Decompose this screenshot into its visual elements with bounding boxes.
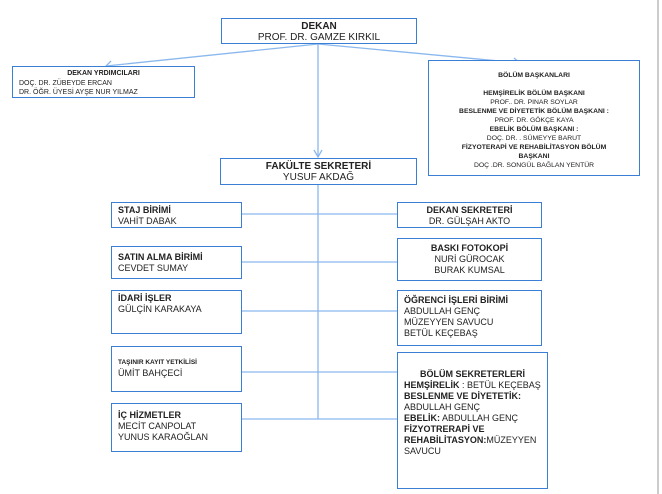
- item: FİZYOTRERAPİ VE REHABİLİTASYON:MÜZEYYEN …: [404, 424, 541, 457]
- page-edge: [657, 0, 659, 494]
- name: BURAK KUMSAL: [434, 265, 505, 275]
- dekan-box: DEKAN PROF. DR. GAMZE KIRKIL: [221, 18, 417, 44]
- name: DR. GÜLŞAH AKTO: [428, 216, 511, 226]
- name: YUSUF AKDAĞ: [282, 172, 355, 183]
- name: DOÇ .DR. SONGÜL BAĞLAN YENTÜR: [473, 162, 595, 169]
- value: ABDULLAH GENÇ: [404, 402, 481, 412]
- item: BESLENME VE DİYETETİK: ABDULLAH GENÇ: [404, 391, 541, 413]
- name: BETÜL KEÇEBAŞ: [404, 328, 478, 338]
- item: EBELİK: ABDULLAH GENÇ: [404, 413, 541, 424]
- box-title: DEKAN YRDIMCILARI: [67, 70, 140, 77]
- value: ABDULLAH GENÇ: [440, 413, 519, 423]
- name: NURİ GÜROCAK: [434, 254, 505, 264]
- name: MÜZEYYEN SAVUCU: [404, 317, 494, 327]
- name: CEVDET SUMAY: [118, 263, 189, 273]
- dekan-title: DEKAN: [301, 21, 337, 32]
- name: ABDULLAH GENÇ: [404, 306, 481, 316]
- name: VAHİT DABAK: [118, 216, 177, 226]
- value: MÜZEYYEN SAVUCU: [404, 435, 537, 456]
- role: BESLENME VE DİYETETİK BÖLÜM BAŞKANI :: [459, 108, 609, 115]
- dekan-name: PROF. DR. GAMZE KIRKIL: [257, 32, 381, 43]
- name: YUNUS KARAOĞLAN: [118, 432, 209, 442]
- box-title: İDARİ İŞLER: [118, 293, 172, 303]
- box-title: TAŞINIR KAYIT YETKİLİSİ: [118, 359, 197, 366]
- baski-fotokopi-box: BASKI FOTOKOPİ NURİ GÜROCAK BURAK KUMSAL: [397, 238, 542, 281]
- tasinir-box: TAŞINIR KAYIT YETKİLİSİ ÜMİT BAHÇECİ: [111, 346, 242, 392]
- box-title: BÖLÜM BAŞKANLARI: [498, 72, 570, 79]
- box-title: ÖĞRENCİ İŞLERİ BİRİMİ: [404, 295, 509, 305]
- name: GÜLÇİN KARAKAYA: [118, 304, 202, 314]
- box-title: DEKAN SEKRETERİ: [426, 205, 513, 215]
- ic-hizmetler-box: İÇ HİZMETLER MECİT CANPOLAT YUNUS KARAOĞ…: [111, 403, 242, 452]
- box-title: BASKI FOTOKOPİ: [430, 243, 509, 253]
- label: BESLENME VE DİYETETİK:: [404, 391, 522, 401]
- dekan-yardimcilari-box: DEKAN YRDIMCILARI DOÇ. DR. ZÜBEYDE ERCAN…: [12, 66, 195, 98]
- name: PROF. DR. GÖKÇE KAYA: [494, 117, 574, 124]
- label: HEMŞİRELİK: [404, 380, 460, 390]
- role: HEMŞİRELİK BÖLÜM BAŞKANI: [483, 90, 585, 97]
- bolum-sekreterleri-box: BÖLÜM SEKRETERLERİ HEMŞİRELİK : BETÜL KE…: [397, 352, 548, 489]
- role: EBELİK BÖLÜM BAŞKANI :: [489, 126, 579, 133]
- item: HEMŞİRELİK : BETÜL KEÇEBAŞ: [404, 380, 541, 391]
- member: DR. ÖĞR. ÜYESİ AYŞE NUR YILMAZ: [19, 89, 138, 96]
- label: FİZYOTRERAPİ VE REHABİLİTASYON:: [404, 424, 487, 445]
- box-title: FAKÜLTE SEKRETERİ: [265, 161, 372, 172]
- member: DOÇ. DR. ZÜBEYDE ERCAN: [19, 79, 112, 87]
- role: FİZYOTERAPİ VE REHABİLİTASYON BÖLÜM BAŞK…: [461, 144, 607, 160]
- name: MECİT CANPOLAT: [118, 421, 197, 431]
- value: : BETÜL KEÇEBAŞ: [459, 380, 541, 390]
- name: PROF.. DR. PINAR SOYLAR: [490, 99, 578, 106]
- name: ÜMİT BAHÇECİ: [118, 368, 183, 378]
- name: DOÇ. DR. . SÜMEYYE BARUT: [486, 135, 582, 142]
- label: EBELİK:: [404, 413, 440, 423]
- bolum-baskanlari-box: BÖLÜM BAŞKANLARI HEMŞİRELİK BÖLÜM BAŞKAN…: [428, 60, 640, 176]
- box-title: SATIN ALMA BİRİMİ: [118, 252, 203, 262]
- box-title: İÇ HİZMETLER: [118, 410, 181, 420]
- box-title: BÖLÜM SEKRETERLERİ: [419, 369, 525, 379]
- fakulte-sekreteri-box: FAKÜLTE SEKRETERİ YUSUF AKDAĞ: [220, 158, 417, 185]
- box-title: STAJ BİRİMİ: [118, 205, 171, 215]
- ogrenci-isleri-box: ÖĞRENCİ İŞLERİ BİRİMİ ABDULLAH GENÇ MÜZE…: [397, 290, 542, 346]
